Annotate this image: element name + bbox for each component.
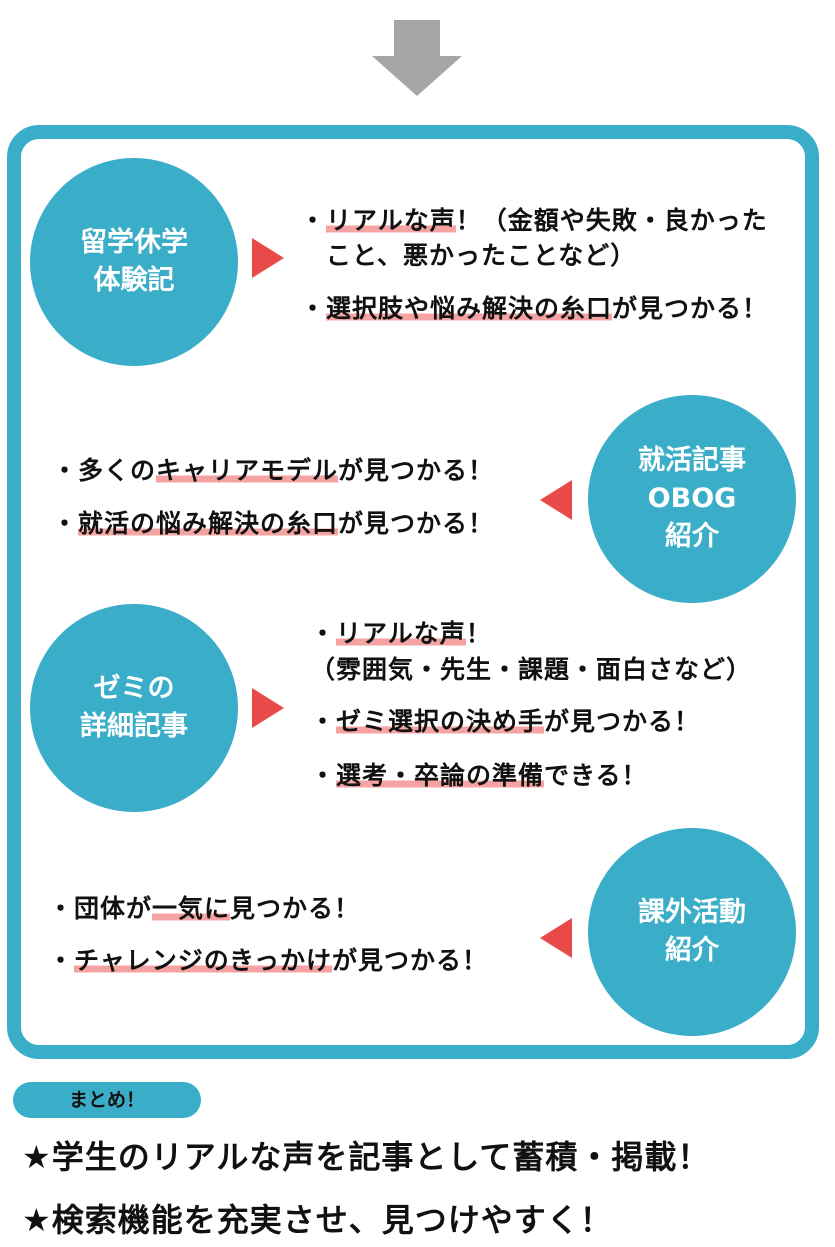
highlight-text: 選択肢や悩み解決の糸口 bbox=[326, 294, 613, 323]
circle-job-hunting: 就活記事 OBOG 紹介 bbox=[588, 395, 796, 603]
list-item: ・チャレンジのきっかけが見つかる！ bbox=[48, 945, 488, 977]
left-triangle-icon bbox=[540, 480, 572, 520]
summary-badge: まとめ！ bbox=[13, 1082, 201, 1118]
highlight-text: 一気に bbox=[152, 894, 231, 923]
list-item: ・リアルな声！ bbox=[310, 618, 492, 650]
bullet: ・ bbox=[52, 509, 79, 538]
list-item: ・団体が一気に見つかる！ bbox=[48, 893, 360, 925]
summary-line-2: ★検索機能を充実させ、見つけやすく！ bbox=[22, 1201, 613, 1239]
circle-seminar: ゼミの 詳細記事 bbox=[30, 604, 238, 812]
highlight-text: ゼミ選択の決め手 bbox=[336, 707, 545, 736]
summary-line-1: ★学生のリアルな声を記事として蓄積・掲載！ bbox=[22, 1138, 711, 1176]
circle-label: 課外活動 紹介 bbox=[638, 897, 746, 966]
list-item: ・多くのキャリアモデルが見つかる！ bbox=[52, 455, 494, 487]
highlight-text: リアルな声 bbox=[326, 206, 456, 235]
item-text: 見つかる！ bbox=[230, 894, 361, 923]
bullet: ・多くの bbox=[52, 456, 157, 485]
item-text: が見つかる！ bbox=[338, 509, 495, 538]
circle-label: 留学休学 体験記 bbox=[80, 227, 188, 296]
right-triangle-icon bbox=[252, 238, 284, 278]
list-item: ・ゼミ選択の決め手が見つかる！ bbox=[310, 706, 700, 738]
list-item: ・リアルな声！（金額や失敗・良かった bbox=[300, 205, 768, 237]
item-text: ！ bbox=[465, 619, 492, 648]
list-item: ・選択肢や悩み解決の糸口が見つかる！ bbox=[300, 293, 768, 325]
bullet: ・ bbox=[310, 619, 337, 648]
circle-label: ゼミの 詳細記事 bbox=[80, 673, 188, 742]
circle-label: 就活記事 OBOG 紹介 bbox=[638, 445, 746, 552]
right-triangle-icon bbox=[252, 688, 284, 728]
bullet: ・ bbox=[310, 707, 337, 736]
bullet: ・ bbox=[300, 206, 327, 235]
item-text: （雰囲気・先生・課題・面白さなど） bbox=[310, 655, 753, 684]
bullet bbox=[300, 241, 326, 270]
item-text: が見つかる！ bbox=[544, 707, 701, 736]
item-text: できる！ bbox=[544, 761, 648, 790]
item-text: が見つかる！ bbox=[338, 456, 495, 485]
item-text: こと、悪かったことなど） bbox=[326, 241, 637, 270]
item-text: が見つかる！ bbox=[612, 294, 769, 323]
list-item: （雰囲気・先生・課題・面白さなど） bbox=[310, 654, 752, 686]
left-triangle-icon bbox=[540, 918, 572, 958]
down-arrow-icon bbox=[372, 20, 462, 96]
highlight-text: チャレンジのきっかけ bbox=[74, 946, 333, 975]
highlight-text: キャリアモデル bbox=[156, 456, 339, 485]
bullet: ・団体が bbox=[48, 894, 153, 923]
list-item: ・選考・卒論の準備できる！ bbox=[310, 760, 648, 792]
bullet: ・ bbox=[310, 761, 337, 790]
item-text: ！（金額や失敗・良かった bbox=[455, 206, 768, 235]
list-item: ・就活の悩み解決の糸口が見つかる！ bbox=[52, 508, 494, 540]
item-text: が見つかる！ bbox=[332, 946, 489, 975]
highlight-text: 就活の悩み解決の糸口 bbox=[78, 509, 339, 538]
bullet: ・ bbox=[300, 294, 327, 323]
highlight-text: 選考・卒論の準備 bbox=[336, 761, 545, 790]
bullet: ・ bbox=[48, 946, 75, 975]
circle-study-abroad: 留学休学 体験記 bbox=[30, 158, 238, 366]
list-item: こと、悪かったことなど） bbox=[300, 240, 636, 272]
circle-extracurricular: 課外活動 紹介 bbox=[588, 828, 796, 1036]
highlight-text: リアルな声 bbox=[336, 619, 466, 648]
